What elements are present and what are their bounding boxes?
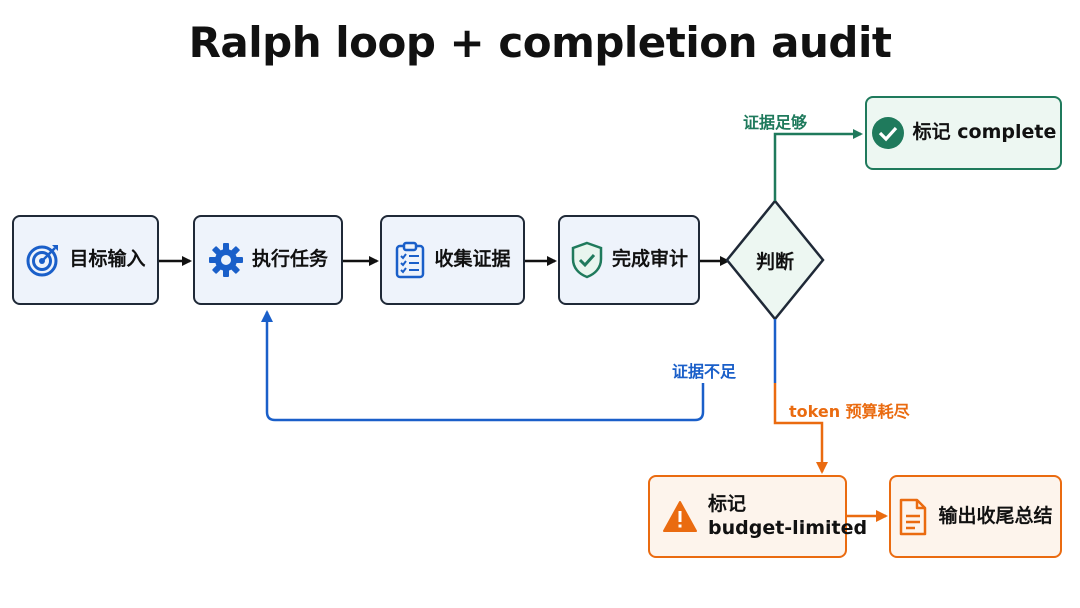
node-mark-budget-limited-label: 标记 budget-limited bbox=[708, 493, 867, 541]
warning-icon bbox=[662, 500, 698, 534]
target-icon bbox=[25, 242, 61, 278]
gear-icon bbox=[208, 242, 244, 278]
node-mark-budget-limited-line1: 标记 bbox=[708, 492, 747, 515]
node-output-summary-label: 输出收尾总结 bbox=[938, 504, 1053, 527]
node-collect-evidence-label: 收集证据 bbox=[434, 248, 511, 271]
node-mark-complete: 标记 complete bbox=[865, 96, 1062, 170]
clipboard-checklist-icon bbox=[394, 241, 426, 279]
edge-label-evidence-sufficient: 证据足够 bbox=[743, 113, 808, 132]
node-completion-audit-label: 完成审计 bbox=[611, 248, 688, 271]
document-icon bbox=[898, 498, 928, 536]
arrow-to-complete bbox=[773, 129, 863, 201]
arrow-to-budget bbox=[773, 383, 828, 474]
node-execute-task: 执行任务 bbox=[193, 215, 343, 305]
node-collect-evidence: 收集证据 bbox=[380, 215, 525, 305]
edge-label-token-exhausted: token 预算耗尽 bbox=[789, 402, 910, 421]
check-circle-icon bbox=[871, 116, 905, 150]
node-goal-input: 目标输入 bbox=[12, 215, 159, 305]
edge-label-evidence-insufficient: 证据不足 bbox=[672, 362, 737, 381]
shield-check-icon bbox=[570, 241, 604, 279]
node-mark-budget-limited-line2: budget-limited bbox=[708, 516, 868, 539]
diagram-title: Ralph loop + completion audit bbox=[188, 18, 892, 67]
node-mark-budget-limited: 标记 budget-limited bbox=[648, 475, 867, 558]
node-output-summary: 输出收尾总结 bbox=[889, 475, 1062, 558]
arrow-loop-back bbox=[267, 312, 777, 422]
node-mark-complete-label: 标记 complete bbox=[912, 121, 1057, 144]
decision-label: 判断 bbox=[755, 250, 794, 273]
node-goal-input-label: 目标输入 bbox=[69, 248, 146, 271]
node-execute-task-label: 执行任务 bbox=[251, 248, 328, 271]
node-completion-audit: 完成审计 bbox=[558, 215, 700, 305]
